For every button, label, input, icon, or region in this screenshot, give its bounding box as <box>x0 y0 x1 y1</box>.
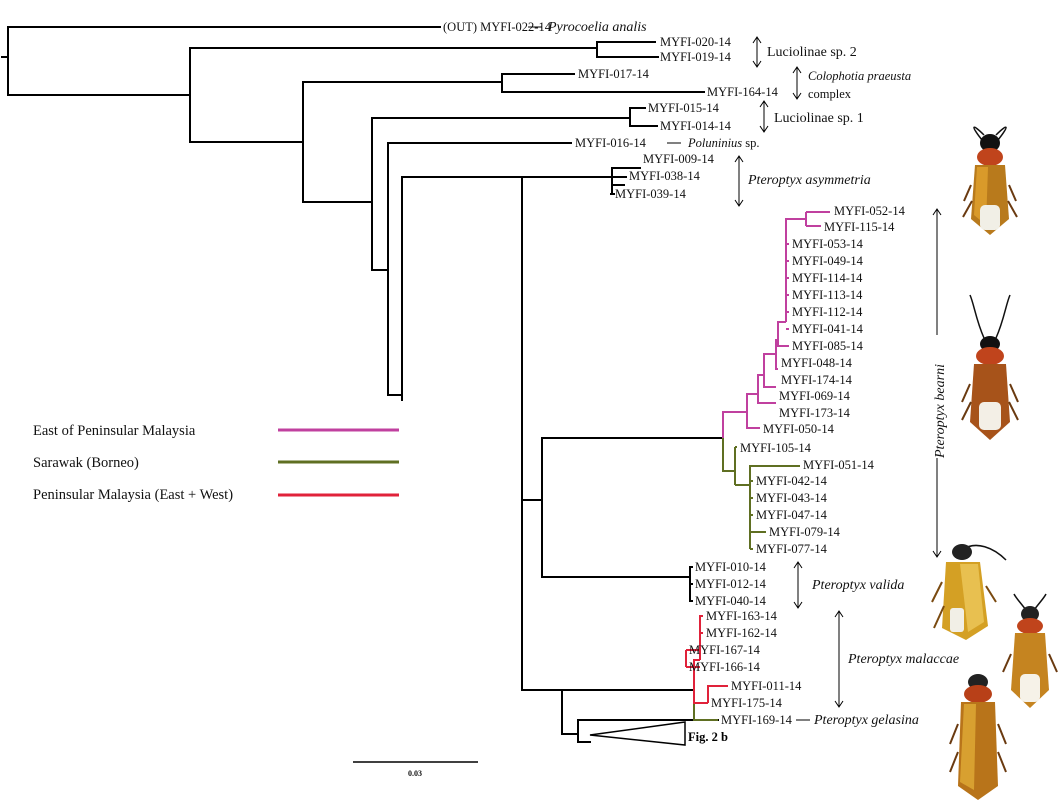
firefly-photo-3 <box>931 544 1007 640</box>
tip-label: MYFI-049-14 <box>792 254 864 268</box>
tip-label: MYFI-079-14 <box>769 525 841 539</box>
poluninius-sp: sp. <box>745 136 759 150</box>
tip-label: MYFI-009-14 <box>643 152 715 166</box>
collapsed-clade-label: Fig. 2 b <box>688 730 728 744</box>
branches-sarawak <box>693 438 800 721</box>
species-label-colophotia-complex: complex <box>808 87 852 101</box>
legend-label: Peninsular Malaysia (East + West) <box>33 487 233 503</box>
scale-bar-label: 0.03 <box>408 769 422 778</box>
tree-branches <box>1 26 724 746</box>
firefly-photo-2 <box>961 294 1019 440</box>
scale-bar: 0.03 <box>353 761 478 778</box>
tip-label: MYFI-050-14 <box>763 422 835 436</box>
tip-label: MYFI-011-14 <box>731 679 802 693</box>
tip-label: MYFI-173-14 <box>779 406 851 420</box>
tip-label: MYFI-040-14 <box>695 594 767 608</box>
tip-label: MYFI-052-14 <box>834 204 906 218</box>
legend-label: East of Peninsular Malaysia <box>33 423 196 439</box>
species-label-malaccae: Pteroptyx malaccae <box>847 652 959 667</box>
species-label-colophotia: Colophotia praeusta <box>808 69 911 83</box>
tip-label: MYFI-017-14 <box>578 67 650 81</box>
tip-label: MYFI-051-14 <box>803 458 875 472</box>
tip-labels: (OUT) MYFI-022-14 MYFI-020-14 MYFI-019-1… <box>443 20 906 727</box>
tip-label: MYFI-020-14 <box>660 35 732 49</box>
species-annotations <box>528 26 942 721</box>
branches-peninsular <box>685 615 728 704</box>
tip-label: MYFI-167-14 <box>689 643 761 657</box>
tip-label: MYFI-015-14 <box>648 101 720 115</box>
tip-label: MYFI-169-14 <box>721 713 793 727</box>
tip-label: MYFI-042-14 <box>756 474 828 488</box>
tip-label: MYFI-053-14 <box>792 237 864 251</box>
tip-label: MYFI-016-14 <box>575 136 647 150</box>
tip-label: MYFI-012-14 <box>695 577 767 591</box>
firefly-photo-1 <box>962 126 1018 235</box>
species-label-luciolinae-2: Luciolinae sp. 2 <box>767 45 857 60</box>
tip-label: MYFI-039-14 <box>615 187 687 201</box>
tip-label: (OUT) MYFI-022-14 <box>443 20 552 34</box>
tip-label: MYFI-112-14 <box>792 305 863 319</box>
tip-label: MYFI-164-14 <box>707 85 779 99</box>
species-label-bearni: Pteroptyx bearni <box>933 364 948 459</box>
tip-label: MYFI-115-14 <box>824 220 895 234</box>
tip-label: MYFI-043-14 <box>756 491 828 505</box>
species-label-pyrocoelia: Pyrocoelia analis <box>547 20 647 35</box>
tip-label: MYFI-163-14 <box>706 609 778 623</box>
tip-label: MYFI-085-14 <box>792 339 864 353</box>
tip-label: MYFI-166-14 <box>689 660 761 674</box>
tip-label: MYFI-077-14 <box>756 542 828 556</box>
firefly-photo-4 <box>1002 593 1058 708</box>
branches-east <box>722 211 830 438</box>
tip-label: MYFI-162-14 <box>706 626 778 640</box>
poluninius-genus: Poluninius <box>687 136 742 150</box>
tip-label: MYFI-069-14 <box>779 389 851 403</box>
tip-label: MYFI-014-14 <box>660 119 732 133</box>
species-label-valida: Pteroptyx valida <box>811 578 904 593</box>
species-label-asymmetria: Pteroptyx asymmetria <box>747 173 871 188</box>
species-label-poluninius: Poluninius sp. <box>687 136 760 150</box>
tip-label: MYFI-048-14 <box>781 356 853 370</box>
tip-label: MYFI-105-14 <box>740 441 812 455</box>
firefly-photo-5 <box>949 674 1007 800</box>
tip-label: MYFI-010-14 <box>695 560 767 574</box>
species-label-gelasina: Pteroptyx gelasina <box>813 713 919 728</box>
tip-label: MYFI-113-14 <box>792 288 863 302</box>
tip-label: MYFI-047-14 <box>756 508 828 522</box>
species-labels: Pyrocoelia analis Luciolinae sp. 2 Colop… <box>547 20 959 728</box>
tip-label: MYFI-041-14 <box>792 322 864 336</box>
tip-label: MYFI-038-14 <box>629 169 701 183</box>
legend-label: Sarawak (Borneo) <box>33 455 139 471</box>
tip-label: MYFI-175-14 <box>711 696 783 710</box>
tip-label: MYFI-174-14 <box>781 373 853 387</box>
tip-label: MYFI-114-14 <box>792 271 863 285</box>
species-label-luciolinae-1: Luciolinae sp. 1 <box>774 111 864 126</box>
tip-label: MYFI-019-14 <box>660 50 732 64</box>
legend: East of Peninsular Malaysia Sarawak (Bor… <box>33 423 399 503</box>
